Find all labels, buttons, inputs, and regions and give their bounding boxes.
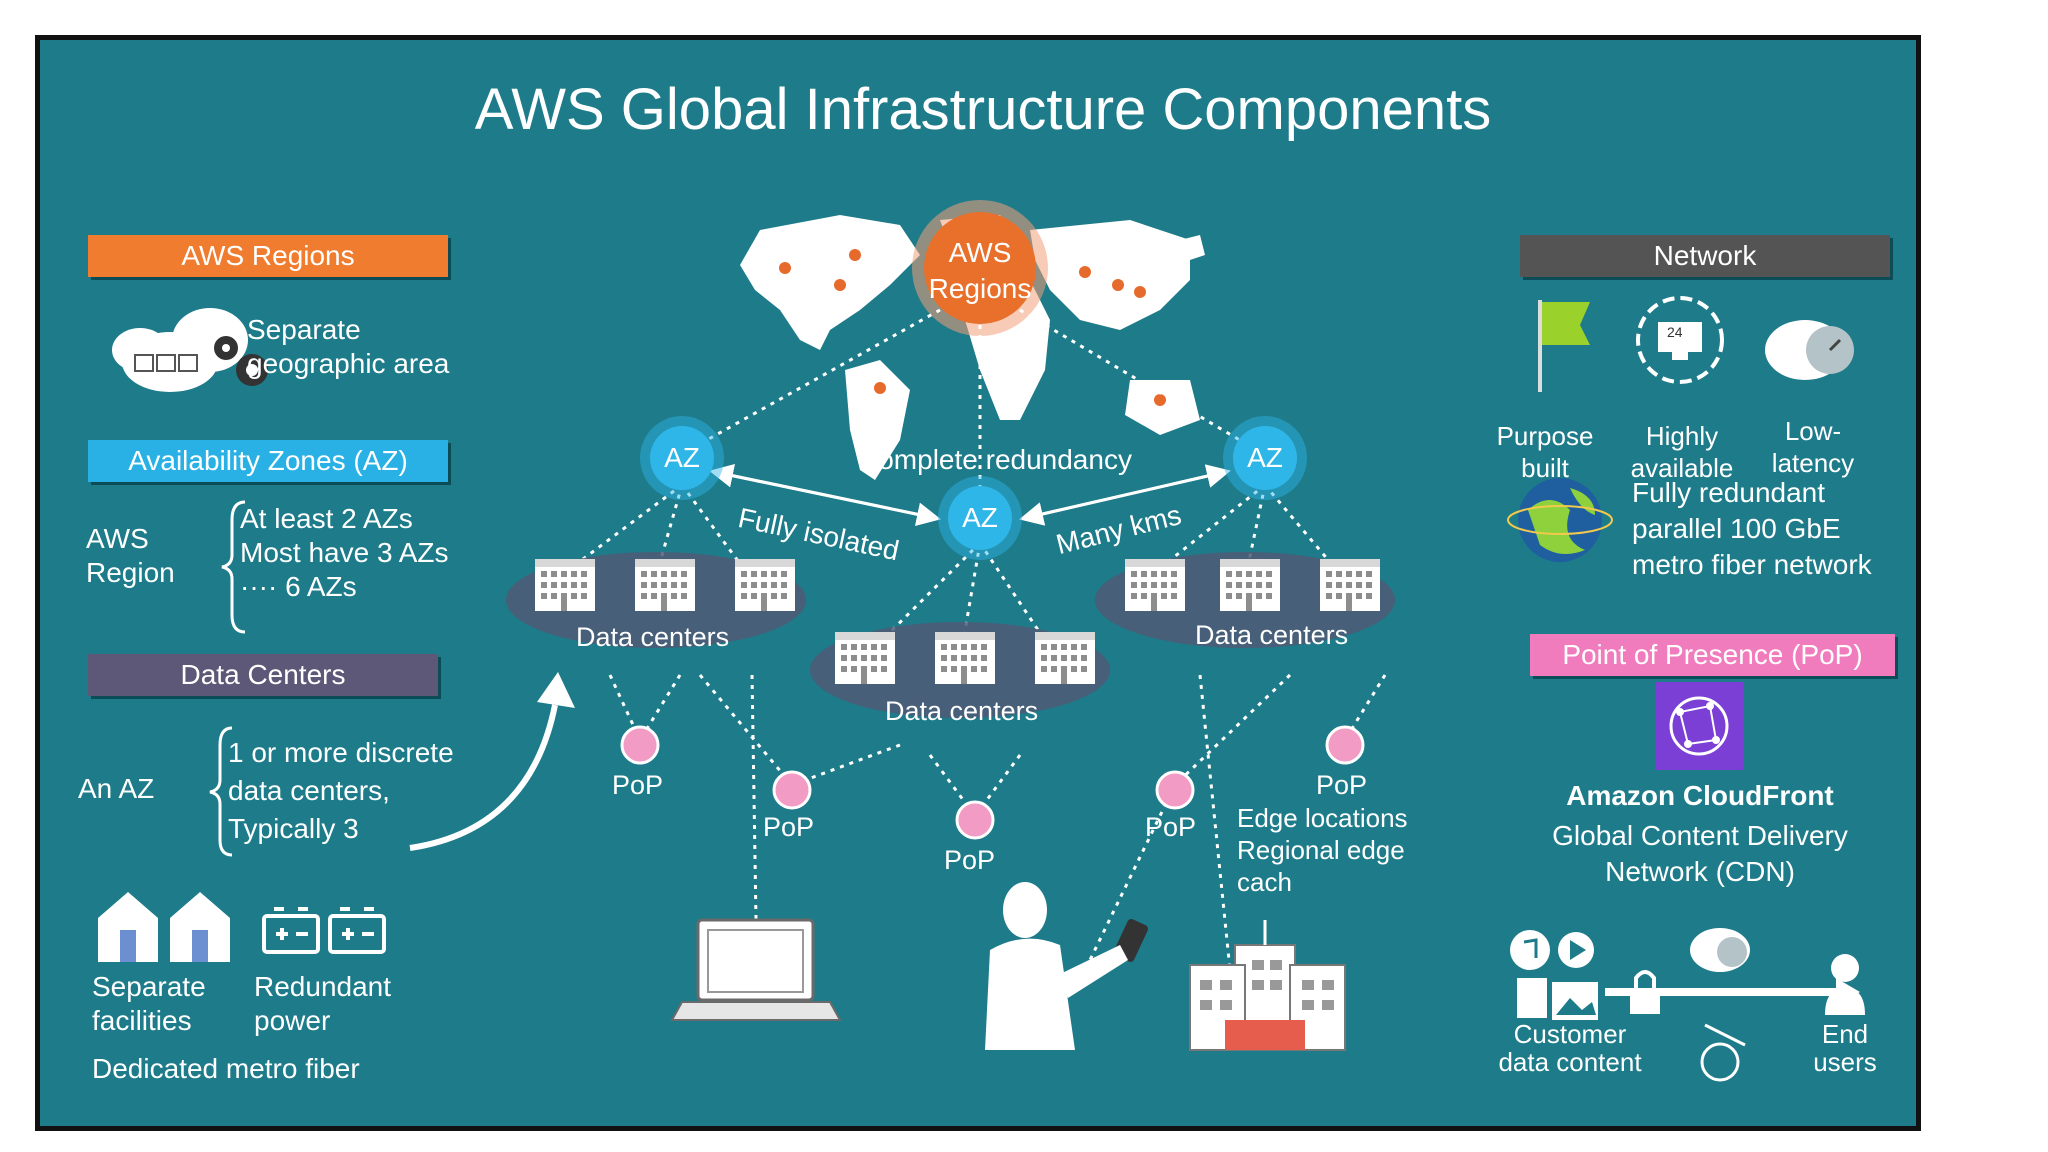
datacenters-item-2: data centers,	[228, 775, 390, 806]
fiber-line-1: Fully redundant	[1632, 477, 1826, 508]
pop-label-3: PoP	[944, 845, 996, 875]
az-count-list: At least 2 AZs Most have 3 AZs ···· 6 AZ…	[240, 502, 449, 604]
cloudfront-icon	[1655, 682, 1743, 770]
az-item-3: ···· 6 AZs	[240, 571, 357, 602]
world-map	[740, 215, 1205, 480]
az-nodes	[640, 416, 1307, 560]
regions-description: Separate geographic area	[247, 313, 449, 381]
curved-arrow	[409, 704, 558, 851]
edge-line-2: Regional edge	[1237, 835, 1405, 865]
pop-label-4: PoP	[1145, 812, 1197, 842]
az-label-center: AZ	[962, 502, 998, 533]
regions-desc-line2: geographic area	[247, 348, 450, 379]
cloudfront-line2: Network (CDN)	[1605, 856, 1795, 887]
datacenter-cluster-center	[810, 622, 1110, 718]
slide-title: AWS Global Infrastructure Components	[474, 77, 1492, 142]
edge-line-1: Edge locations	[1237, 803, 1408, 833]
az-item-1: At least 2 AZs	[240, 503, 413, 534]
aws-regions-header: AWS Regions	[88, 235, 448, 277]
pop-label-5: PoP	[1316, 770, 1368, 800]
redundant-power-label: Redundant power	[254, 970, 391, 1038]
infrastructure-diagram	[98, 200, 1865, 1082]
cloudfront-title: Amazon CloudFront	[1566, 780, 1834, 811]
regions-desc-line1: Separate	[247, 314, 361, 345]
az-label-right: AZ	[1247, 442, 1283, 473]
customer-data-content-label: Customer data content	[1485, 1020, 1655, 1076]
cloud-speed-icon	[1765, 320, 1854, 380]
low-line2: latency	[1771, 448, 1855, 478]
edge-line-3: cach	[1237, 867, 1292, 897]
an-az-label: An AZ	[78, 773, 155, 804]
pop-label-1: PoP	[612, 770, 664, 800]
fiber-line-3: metro fiber network	[1632, 549, 1872, 580]
purpose-line1: Purpose	[1496, 421, 1594, 451]
slide: AWS Global Infrastructure Components	[35, 35, 1921, 1131]
regions-circle-label: AWS Regions	[925, 235, 1035, 307]
datacenters-list: 1 or more discrete data centers, Typical…	[228, 734, 454, 848]
datacenters-item-3: Typically 3	[228, 813, 359, 844]
aws-region-label-line1: AWS	[86, 523, 149, 554]
aws-region-label-line2: Region	[86, 557, 175, 588]
low-latency-label: Low- latency	[1758, 415, 1868, 479]
complete-redundancy-label: Complete redundancy	[858, 444, 1132, 475]
separate-facilities-label: Separate facilities	[92, 970, 206, 1038]
cloudfront-description: Global Content Delivery Network (CDN)	[1490, 818, 1910, 890]
az-item-2: Most have 3 AZs	[240, 537, 449, 568]
az-label-left: AZ	[664, 442, 700, 473]
fiber-line-2: parallel 100 GbE	[1632, 513, 1841, 544]
end-line2: users	[1813, 1047, 1877, 1077]
facilities-icon	[98, 892, 230, 962]
customer-line2: data content	[1498, 1047, 1642, 1077]
power-line2: power	[254, 1005, 331, 1036]
pop-header: Point of Presence (PoP)	[1530, 634, 1895, 676]
cloudfront-line1: Global Content Delivery	[1552, 820, 1848, 851]
purpose-built-label: Purpose built	[1495, 420, 1595, 484]
datacenter-cluster-left	[506, 552, 806, 648]
customer-line1: Customer	[1513, 1019, 1627, 1049]
clock-monitor-icon	[1636, 296, 1724, 384]
globe-icon	[1507, 478, 1613, 562]
data-centers-label-left: Data centers	[576, 622, 730, 652]
aws-region-label: AWS Region	[86, 522, 175, 590]
laptop-icon	[670, 918, 842, 1021]
end-users-label: End users	[1805, 1020, 1885, 1076]
lock-arrow-icon	[1605, 928, 1860, 1082]
datacenter-cluster-right	[1095, 552, 1395, 648]
network-header: Network	[1520, 235, 1890, 277]
battery-icon	[262, 907, 386, 954]
highly-line2: available	[1630, 453, 1734, 483]
cloud-gears-icon	[112, 308, 268, 392]
data-centers-label-center: Data centers	[885, 696, 1039, 726]
highly-line1: Highly	[1645, 421, 1719, 451]
edge-locations-text: Edge locations Regional edge cach	[1237, 802, 1408, 898]
end-user-icon	[1825, 954, 1865, 1015]
dedicated-metro-fiber-label: Dedicated metro fiber	[92, 1053, 360, 1084]
regions-label-line1: AWS	[948, 237, 1012, 268]
flag-icon	[1538, 300, 1590, 392]
pop-nodes	[620, 725, 1365, 840]
facilities-line1: Separate	[92, 971, 206, 1002]
facilities-line2: facilities	[92, 1005, 192, 1036]
end-line1: End	[1821, 1019, 1869, 1049]
mobile-user-icon	[985, 882, 1149, 1050]
availability-zones-header: Availability Zones (AZ)	[88, 440, 448, 482]
data-centers-label-right: Data centers	[1195, 620, 1349, 650]
media-icons	[1510, 930, 1598, 1020]
calendar-number: 24	[1667, 324, 1683, 340]
fiber-network-text: Fully redundant parallel 100 GbE metro f…	[1632, 475, 1872, 583]
office-building-icon	[1189, 920, 1346, 1051]
regions-label-line2: Regions	[928, 273, 1032, 304]
pop-label-2: PoP	[763, 812, 815, 842]
highly-available-label: Highly available	[1622, 420, 1742, 484]
data-centers-header: Data Centers	[88, 654, 438, 696]
datacenters-item-1: 1 or more discrete	[228, 737, 454, 768]
purpose-line2: built	[1521, 453, 1569, 483]
power-line1: Redundant	[254, 971, 392, 1002]
low-line1: Low-	[1784, 416, 1842, 446]
